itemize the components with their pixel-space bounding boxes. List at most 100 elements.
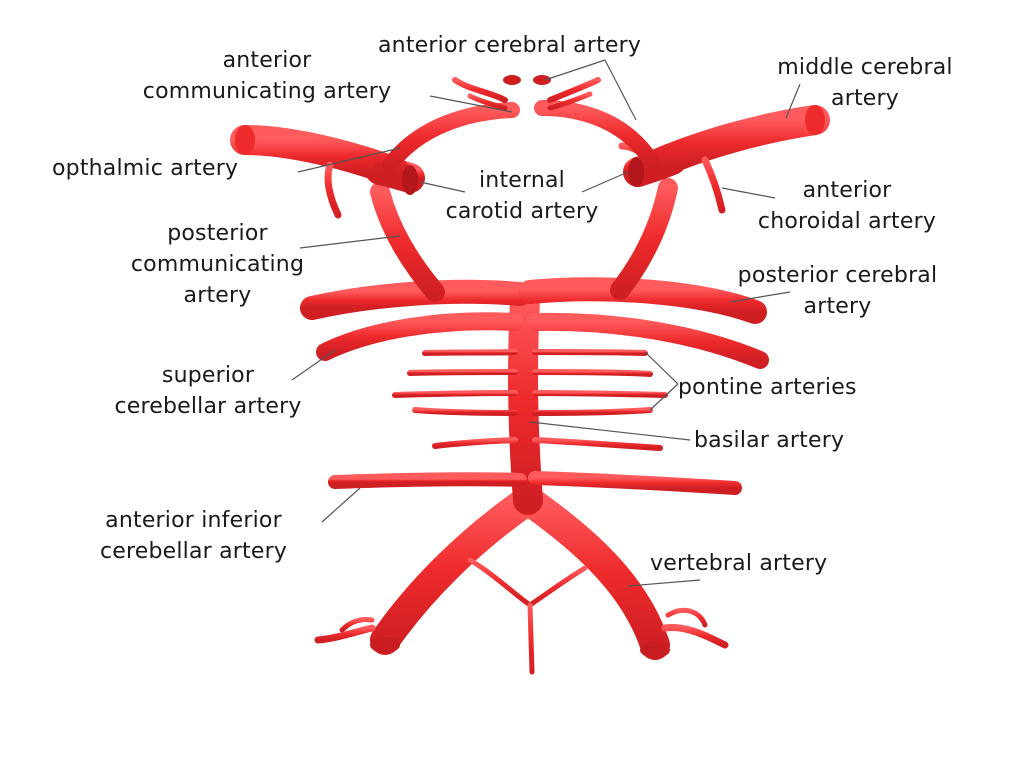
label-posterior-cerebral-artery: posterior cerebral artery [700, 260, 975, 322]
vessel-end-caps [235, 75, 825, 658]
label-middle-cerebral-artery: middle cerebral artery [745, 52, 985, 114]
vertebral-branch-left-2 [339, 617, 375, 633]
label-pontine-arteries: pontine arteries [678, 372, 857, 403]
label-line: opthalmic artery [52, 156, 239, 181]
posterior-cerebral-right [518, 277, 767, 324]
label-line: cerebellar artery [114, 394, 302, 419]
label-line: basilar artery [694, 428, 845, 453]
leader-superior-cerebellar [291, 349, 336, 381]
label-anterior-inferior-cerebellar-artery: anterior inferior cerebellar artery [66, 505, 321, 567]
vertebral-left-opening [370, 637, 400, 653]
vertebral-artery-right [513, 485, 670, 660]
aca-left-end [503, 75, 521, 85]
label-line: middle cerebral [777, 55, 953, 80]
vertebral-right-opening [640, 642, 670, 658]
pontine-arteries-group [392, 349, 668, 451]
pontine-right-5 [532, 437, 663, 451]
vertebral-branch-right-2 [665, 607, 708, 628]
mca-left-end [235, 125, 255, 155]
label-line: vertebral artery [650, 551, 828, 576]
leader-middle-cerebral [785, 83, 801, 119]
anterior-choroidal-branch [701, 156, 726, 214]
anterior-spinal-trunk [527, 602, 535, 675]
label-line: internal [478, 168, 565, 193]
anterior-cerebral-twig-l1 [452, 77, 508, 103]
leader-anterior-choroidal [721, 187, 776, 199]
pontine-right-1 [532, 349, 648, 356]
vertebral-artery-left [370, 485, 543, 655]
pontine-right-4 [532, 407, 653, 416]
posterior-communicating-right [610, 178, 678, 300]
vertebral-branch-right [661, 623, 729, 649]
label-superior-cerebellar-artery: superior cerebellar artery [82, 360, 334, 422]
label-line: artery [831, 86, 899, 111]
aica-right [528, 471, 742, 495]
carotid-right-opening [628, 157, 644, 187]
label-opthalmic-artery: opthalmic artery [52, 153, 238, 184]
label-anterior-communicating-artery: anterior communicating artery [102, 45, 432, 107]
label-line: artery [803, 294, 872, 319]
label-line: artery [183, 283, 252, 308]
middle-cerebral-right [640, 105, 830, 180]
label-line: anterior inferior [105, 508, 282, 533]
leader-pontine [644, 351, 679, 411]
label-line: communicating artery [142, 79, 392, 104]
pontine-right-3 [532, 390, 668, 398]
carotid-left-opening [402, 165, 418, 195]
vertebral-branch-left [314, 624, 376, 644]
anterior-spinal-right [527, 565, 588, 608]
leader-opthalmic [297, 147, 401, 173]
pontine-left-4 [412, 407, 518, 416]
superior-cerebellar-left [316, 312, 524, 361]
aca-right-end [533, 75, 551, 85]
label-posterior-communicating-artery: posterior communicating artery [100, 218, 335, 311]
pontine-left-5 [432, 437, 518, 449]
pontine-right-2 [532, 369, 653, 377]
leader-internal-carotid-left [419, 181, 466, 193]
opthalmic-branch [324, 161, 342, 219]
label-line: cerebellar artery [99, 539, 288, 564]
pontine-left-3 [392, 390, 518, 398]
leader-internal-carotid-right [581, 171, 629, 193]
leader-vertebral [627, 579, 701, 587]
label-line: pontine arteries [678, 375, 857, 400]
label-line: anterior [802, 178, 892, 203]
leader-posterior-cerebral [729, 291, 791, 303]
label-basilar-artery: basilar artery [694, 425, 844, 456]
label-line: choroidal artery [757, 209, 937, 234]
leader-aica [321, 487, 361, 523]
anterior-spinal-left [467, 557, 533, 608]
label-line: posterior cerebral [737, 263, 938, 288]
aica-left [328, 472, 527, 489]
label-line: posterior [167, 221, 268, 246]
superior-cerebellar-right [526, 312, 769, 369]
pontine-left-1 [422, 349, 518, 356]
basilar-artery-trunk [508, 285, 543, 515]
pontine-left-2 [407, 369, 518, 376]
anterior-cerebral-twig-l2 [467, 93, 508, 111]
label-line: anterior [222, 48, 312, 73]
label-anterior-choroidal-artery: anterior choroidal artery [722, 175, 972, 237]
anterior-cerebral-left [382, 102, 520, 173]
leader-lines [291, 59, 801, 587]
label-vertebral-artery: vertebral artery [650, 548, 827, 579]
anterior-communicating-vessels [514, 116, 536, 136]
posterior-communicating-left [370, 182, 445, 302]
label-internal-carotid-artery: internal carotid artery [412, 165, 632, 227]
leader-posterior-communicating [299, 235, 401, 249]
label-line: communicating [130, 252, 305, 277]
label-anterior-cerebral-artery: anterior cerebral artery [378, 30, 641, 61]
label-line: anterior cerebral artery [378, 33, 642, 58]
posterior-cerebral-left [300, 279, 532, 320]
anterior-cerebral-right [534, 100, 660, 170]
label-line: superior [161, 363, 255, 388]
leader-anterior-communicating [429, 95, 513, 113]
leader-basilar [529, 421, 691, 441]
anterior-cerebral-twig-r2 [547, 91, 593, 111]
label-line: carotid artery [445, 199, 599, 224]
mca-right-end [805, 105, 825, 135]
anterior-cerebral-twig-r1 [547, 77, 601, 103]
leader-anterior-cerebral [544, 59, 637, 121]
